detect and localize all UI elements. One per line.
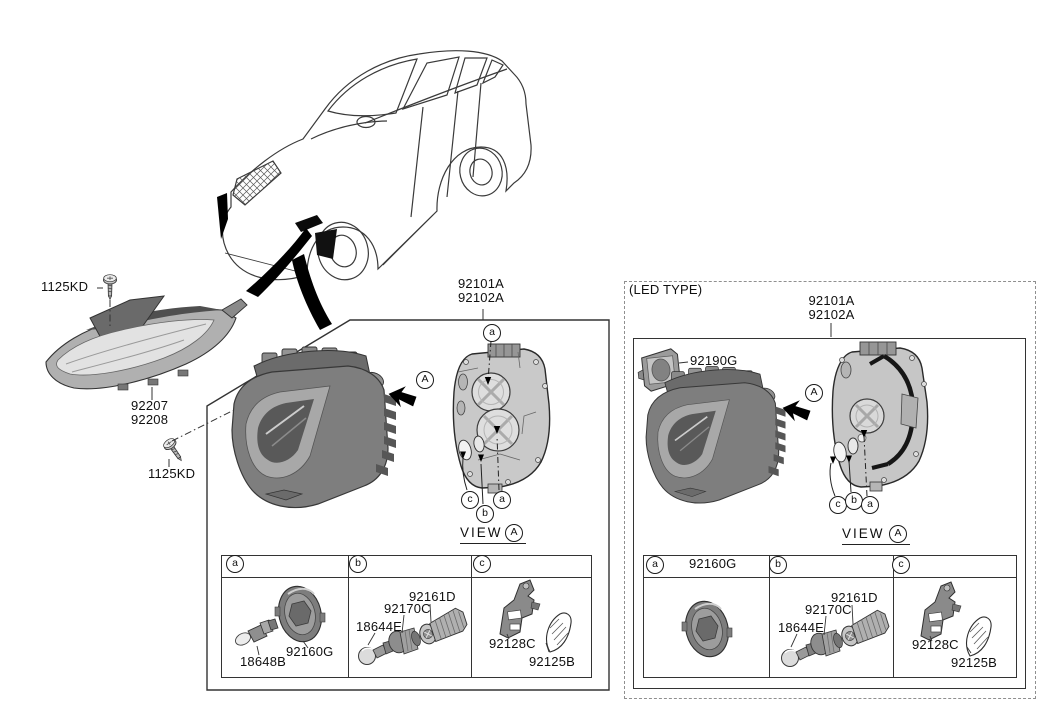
- part-label-bracket: 92128C: [489, 636, 536, 651]
- view-direction-arrow: [387, 384, 418, 410]
- vehicle-illustration: [217, 50, 532, 281]
- led-table-col-a-key: a: [646, 556, 664, 574]
- table-column-divider: [769, 556, 770, 677]
- callout-a: a: [493, 491, 511, 509]
- arrow-ref-circle: A: [416, 371, 434, 389]
- part-label-grip: 92161D: [409, 589, 456, 604]
- part-label-ball: 18644E: [356, 619, 403, 634]
- table-header-divider: [222, 577, 591, 578]
- assembly-number-1: 92101A: [457, 276, 505, 291]
- part-label-pad: 92125B: [529, 654, 576, 669]
- view-label: VIEW: [460, 525, 526, 544]
- led-part-label-pad: 92125B: [951, 655, 998, 670]
- led-arrow-ref-circle: A: [805, 384, 823, 402]
- bolt-bottom-label: 1125KD: [148, 466, 196, 481]
- bolt-top-label: 1125KD: [41, 279, 89, 294]
- led-assembly-number-1: 92101A: [808, 293, 855, 308]
- pointer-swoosh-left: [246, 228, 312, 297]
- screw-top-icon: [103, 274, 117, 300]
- led-view-label: VIEW: [842, 526, 910, 545]
- halogen-parts-table: [221, 555, 592, 678]
- callout-c: c: [461, 491, 479, 509]
- led-table-col-c-key: c: [892, 556, 910, 574]
- led-table-col-a-part: 92160G: [689, 556, 737, 571]
- lamp-part-numbers: 92207 92208: [131, 399, 168, 427]
- part-label-cap: 92160G: [286, 644, 334, 659]
- table-column-divider: [893, 556, 894, 677]
- led-type-title: (LED TYPE): [629, 282, 703, 297]
- led-cover-label: 92190G: [690, 353, 738, 368]
- led-part-label-grip: 92161D: [831, 590, 878, 605]
- table-column-divider: [348, 556, 349, 677]
- part-label-bulb: 18648B: [240, 654, 287, 669]
- headlamp-left-art: [45, 295, 248, 391]
- lamp-part-number-2: 92208: [131, 412, 169, 427]
- lamp-part-number-1: 92207: [131, 398, 169, 413]
- led-callout-c: c: [829, 496, 847, 514]
- led-part-label-bracket: 92128C: [912, 637, 959, 652]
- led-table-col-b-key: b: [769, 556, 787, 574]
- led-view-word: VIEW: [842, 526, 885, 541]
- led-assembly-numbers: 92101A 92102A: [801, 294, 862, 322]
- view-ref-circle: A: [505, 524, 523, 542]
- led-type-section-box: [624, 281, 1036, 699]
- led-callout-b: b: [845, 492, 863, 510]
- halogen-assembly-numbers: 92101A 92102A: [451, 277, 511, 305]
- led-parts-table: [643, 555, 1017, 678]
- led-view-ref-circle: A: [889, 525, 907, 543]
- led-callout-a: a: [861, 496, 879, 514]
- assembly-number-2: 92102A: [457, 290, 505, 305]
- table-column-divider: [471, 556, 472, 677]
- table-col-a-key: a: [226, 555, 244, 573]
- led-part-label-socket: 92170C: [805, 602, 852, 617]
- table-header-divider: [644, 577, 1016, 578]
- screw-bottom-icon: [161, 436, 188, 465]
- led-inner-box: [633, 338, 1026, 689]
- table-col-b-key: b: [349, 555, 367, 573]
- callout-a-top: a: [483, 324, 501, 342]
- part-label-socket: 92170C: [384, 601, 431, 616]
- view-word: VIEW: [460, 525, 503, 540]
- table-col-c-key: c: [473, 555, 491, 573]
- callout-b: b: [476, 505, 494, 523]
- led-assembly-number-2: 92102A: [808, 307, 855, 322]
- pointer-swoosh-right: [292, 254, 332, 330]
- led-part-label-ball: 18644E: [778, 620, 825, 635]
